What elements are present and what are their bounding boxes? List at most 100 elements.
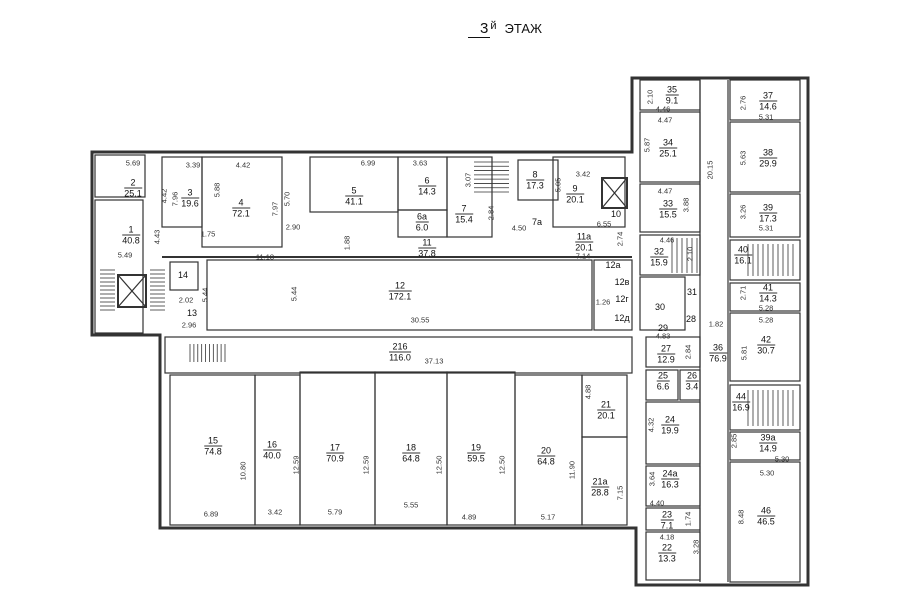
room-area: 20.1 [597, 410, 615, 421]
dimension-label: 4.46 [659, 235, 675, 245]
dimension-label: 6.55 [596, 219, 612, 229]
dimension-label: 5.30 [774, 454, 790, 464]
room-area: 19.9 [661, 425, 679, 436]
room-area: 15.4 [455, 214, 473, 225]
room-25-wall [645, 369, 679, 401]
room-number: 33 [659, 199, 677, 210]
room-number: 6 [418, 176, 436, 187]
dimension-label: 20.15 [705, 160, 715, 180]
dimension-label: 4.43 [152, 229, 162, 245]
room-area: 28.8 [591, 487, 609, 498]
dimension-label: 2.76 [738, 95, 748, 111]
dimension-label: 5.05 [553, 177, 563, 193]
room-number: 39 [759, 203, 777, 214]
room-number: 216 [389, 342, 411, 353]
room-number: 11а [575, 231, 593, 243]
room-area: 19.6 [181, 198, 199, 209]
dimension-label: 3.42 [267, 507, 283, 517]
room-number: 35 [665, 84, 679, 96]
room-area: 29.9 [759, 158, 777, 169]
room-area: 6.0 [415, 222, 429, 233]
room-number: 42 [757, 335, 775, 346]
room-12-wall [206, 259, 593, 331]
room-area: 14.6 [759, 101, 777, 112]
room-number: 46 [757, 506, 775, 517]
room-number: 7а [531, 217, 543, 227]
room-area: 72.1 [232, 208, 250, 219]
dimension-label: 3.28 [691, 539, 701, 555]
room-number: 9 [566, 184, 584, 195]
room-number: 13 [186, 308, 198, 318]
room-number: 4 [232, 198, 250, 209]
dimension-label: 4.89 [461, 512, 477, 522]
dimension-label: 5.87 [642, 137, 652, 153]
dimension-label: 2.85 [729, 433, 739, 449]
dimension-label: 12.59 [291, 455, 301, 475]
dimension-label: 5.17 [540, 512, 556, 522]
dimension-label: 12.59 [361, 455, 371, 475]
dimension-label: 30.55 [410, 315, 430, 325]
lift-cross-icon [117, 274, 147, 308]
room-46-wall [729, 461, 801, 583]
dimension-label: 6.89 [203, 509, 219, 519]
dimension-label: 1.82 [708, 319, 724, 329]
dimension-label: 2.90 [285, 222, 301, 232]
room-number: 32 [650, 247, 668, 258]
room-area: 7.1 [660, 520, 674, 531]
room-number: 28 [685, 314, 697, 324]
room-41-wall [729, 282, 801, 312]
room-number: 6а [415, 211, 429, 223]
room-number: 12в [614, 277, 630, 287]
room-42-wall [729, 312, 801, 382]
dimension-label: 5.79 [327, 507, 343, 517]
room-number: 1 [122, 225, 140, 236]
room-area: 17.3 [759, 213, 777, 224]
room-label: 28 [685, 314, 697, 324]
room-label: 12а [604, 260, 621, 270]
building-outline [90, 76, 810, 587]
room-number: 25 [656, 370, 670, 382]
room-label: 30 [654, 302, 666, 312]
dimension-label: 5.70 [282, 191, 292, 207]
room-number: 31 [686, 287, 698, 297]
dimension-label: 12.50 [497, 455, 507, 475]
room-12-sub-wall [593, 259, 633, 331]
room-area: 9.1 [665, 95, 679, 106]
room-number: 36 [709, 343, 727, 354]
dimension-label: 4.40 [649, 498, 665, 508]
room-area: 40.8 [122, 235, 140, 246]
room-number: 29 [657, 323, 669, 333]
room-2-wall [94, 154, 146, 198]
dimension-label: 5.88 [212, 182, 222, 198]
dimension-label: 4.18 [659, 532, 675, 542]
room-label: 14 [177, 270, 189, 280]
room-44-wall [729, 384, 801, 431]
room-number: 18 [402, 443, 420, 454]
room-38-wall [729, 121, 801, 193]
room-label: 13 [186, 308, 198, 318]
dimension-label: 3.63 [412, 158, 428, 168]
corridor-216-wall [164, 336, 633, 374]
dimension-label: 1.75 [200, 229, 216, 239]
room-number: 34 [659, 138, 677, 149]
room-number: 30 [654, 302, 666, 312]
room-number: 40 [734, 245, 752, 256]
room-9-wall [552, 156, 626, 228]
room-area: 14.3 [418, 186, 436, 197]
